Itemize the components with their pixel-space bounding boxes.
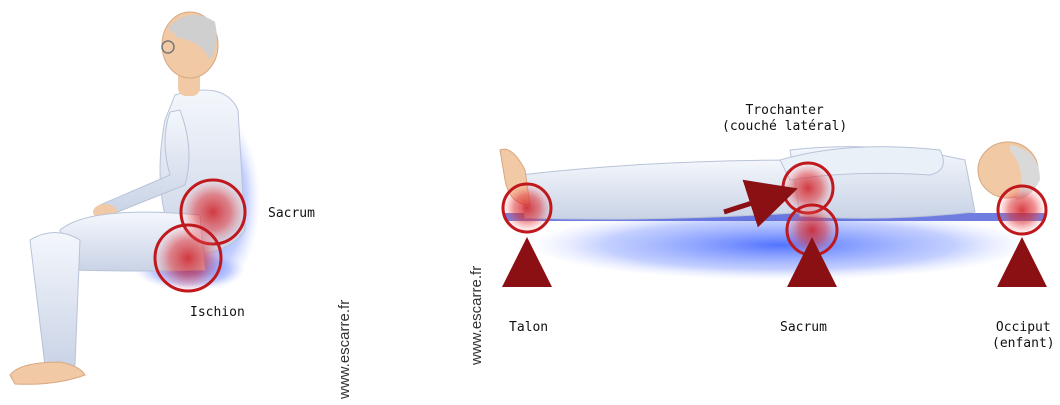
talon-label: Talon <box>509 320 548 336</box>
ischion-pressure-circle <box>155 225 221 291</box>
occiput-label: Occiput (enfant) <box>992 320 1055 352</box>
talon-pressure-circle <box>503 184 551 232</box>
trochanter-label: Trochanter (couché latéral) <box>722 103 847 135</box>
lying-figure <box>500 142 1046 302</box>
seated-figure <box>10 12 260 384</box>
occiput-pressure-circle <box>998 186 1046 234</box>
watermark-seated: www.escarre.fr <box>336 300 353 399</box>
sacrum-seated-label: Sacrum <box>268 206 315 222</box>
sacrum-lying-pressure-circle <box>787 205 837 255</box>
sacrum-lying-label: Sacrum <box>780 320 827 336</box>
ischion-label: Ischion <box>190 305 245 321</box>
watermark-lying: www.escarre.fr <box>468 266 485 365</box>
